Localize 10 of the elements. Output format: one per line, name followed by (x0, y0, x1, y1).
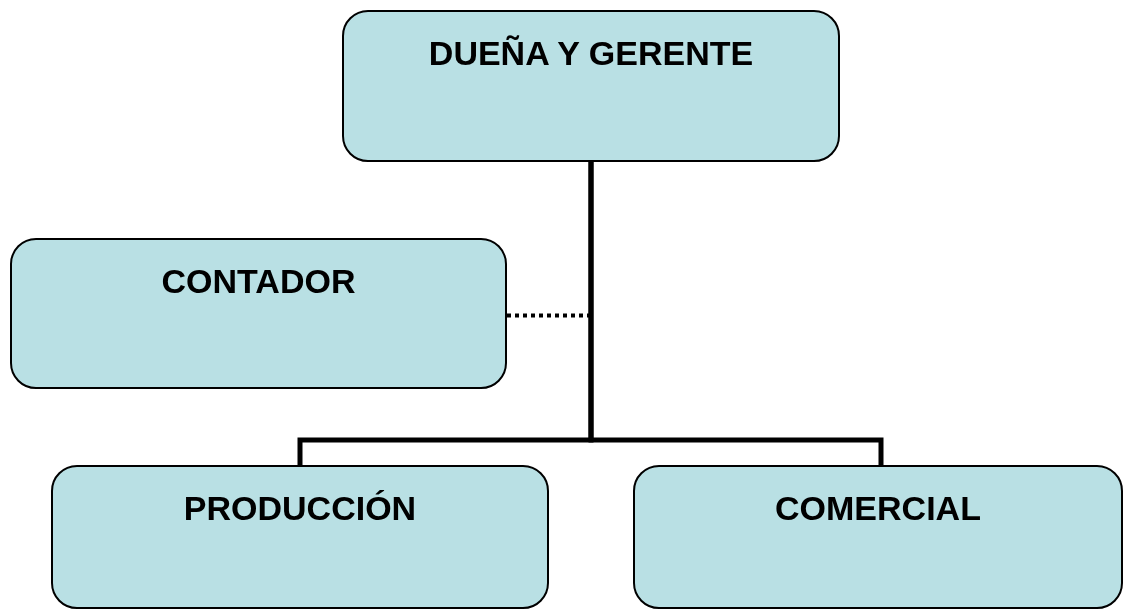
connector-line (588, 162, 884, 465)
box-title: PRODUCCIÓN (183, 488, 417, 529)
org-box (10, 238, 507, 389)
org-box (51, 465, 549, 609)
box-title: CONTADOR (161, 261, 356, 302)
org-box (342, 10, 840, 162)
box-title: DUEÑA Y GERENTE (428, 33, 754, 74)
dotted-connector (507, 162, 593, 318)
box-title: COMERCIAL (775, 488, 981, 529)
org-box (633, 465, 1123, 609)
